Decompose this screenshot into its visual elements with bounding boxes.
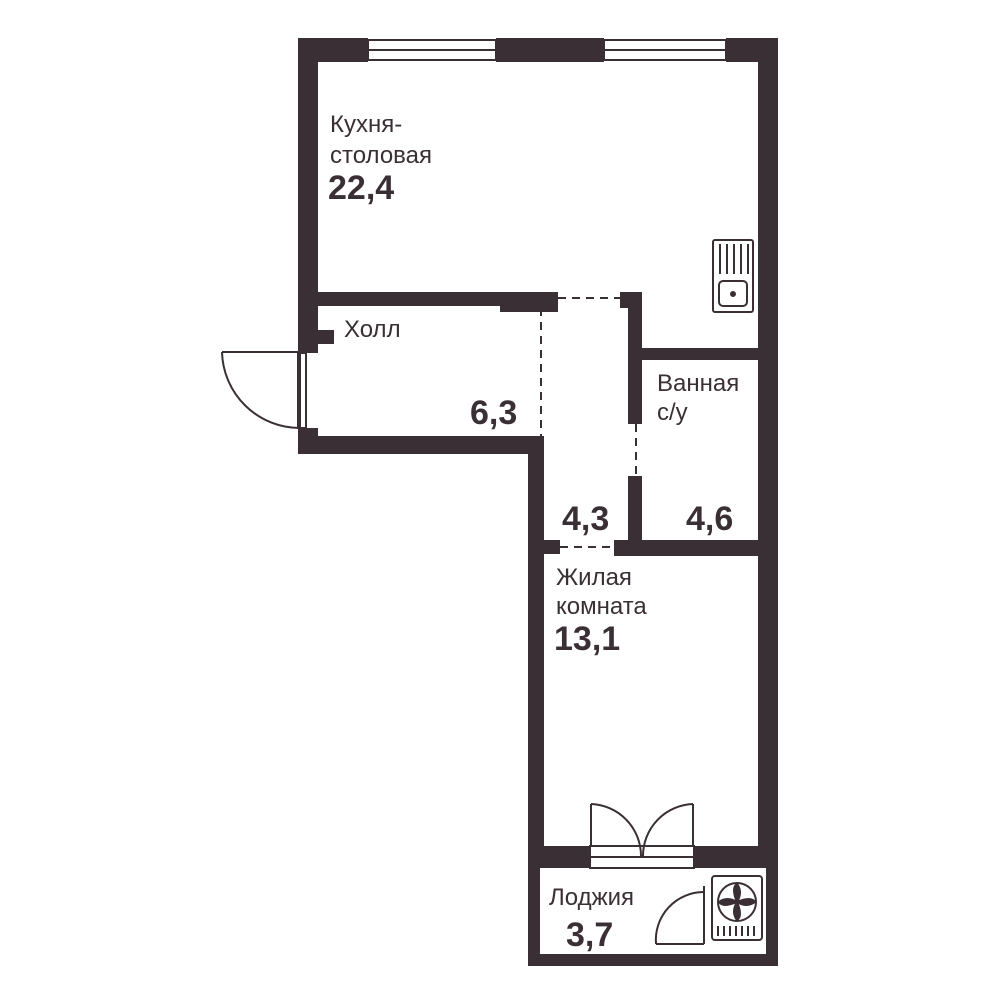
balcony-door-icon xyxy=(589,803,695,869)
bathroom-name-line1: Ванная xyxy=(657,370,739,397)
room-kitchen: Кухня- столовая 22,4 xyxy=(328,111,432,207)
room-corridor: 4,3 xyxy=(562,500,609,538)
bathroom-area: 4,6 xyxy=(686,500,733,538)
loggia-door-icon xyxy=(654,886,705,945)
kitchen-name-line2: столовая xyxy=(330,142,432,169)
open-passages xyxy=(540,297,637,548)
air-conditioner-icon xyxy=(711,875,763,941)
kitchen-area: 22,4 xyxy=(328,169,394,207)
kitchen-name-line1: Кухня- xyxy=(330,111,402,138)
room-loggia: Лоджия 3,7 xyxy=(549,884,634,954)
living-area: 13,1 xyxy=(554,620,620,658)
corridor-area: 4,3 xyxy=(562,500,609,538)
entrance-door-icon xyxy=(221,351,307,429)
living-name-line1: Жилая xyxy=(556,564,632,591)
loggia-area: 3,7 xyxy=(566,916,613,954)
hall-area: 6,3 xyxy=(470,394,517,432)
room-hall: Холл 6,3 xyxy=(344,316,517,432)
hall-name: Холл xyxy=(344,316,401,343)
bathroom-name-line2: с/у xyxy=(657,399,688,426)
walls xyxy=(298,38,778,966)
window-icon xyxy=(367,39,727,61)
loggia-name: Лоджия xyxy=(549,884,634,911)
sink-icon xyxy=(712,239,754,313)
room-bathroom: Ванная с/у 4,6 xyxy=(657,370,739,538)
living-name-line2: комната xyxy=(556,593,647,620)
room-living: Жилая комната 13,1 xyxy=(554,564,647,658)
